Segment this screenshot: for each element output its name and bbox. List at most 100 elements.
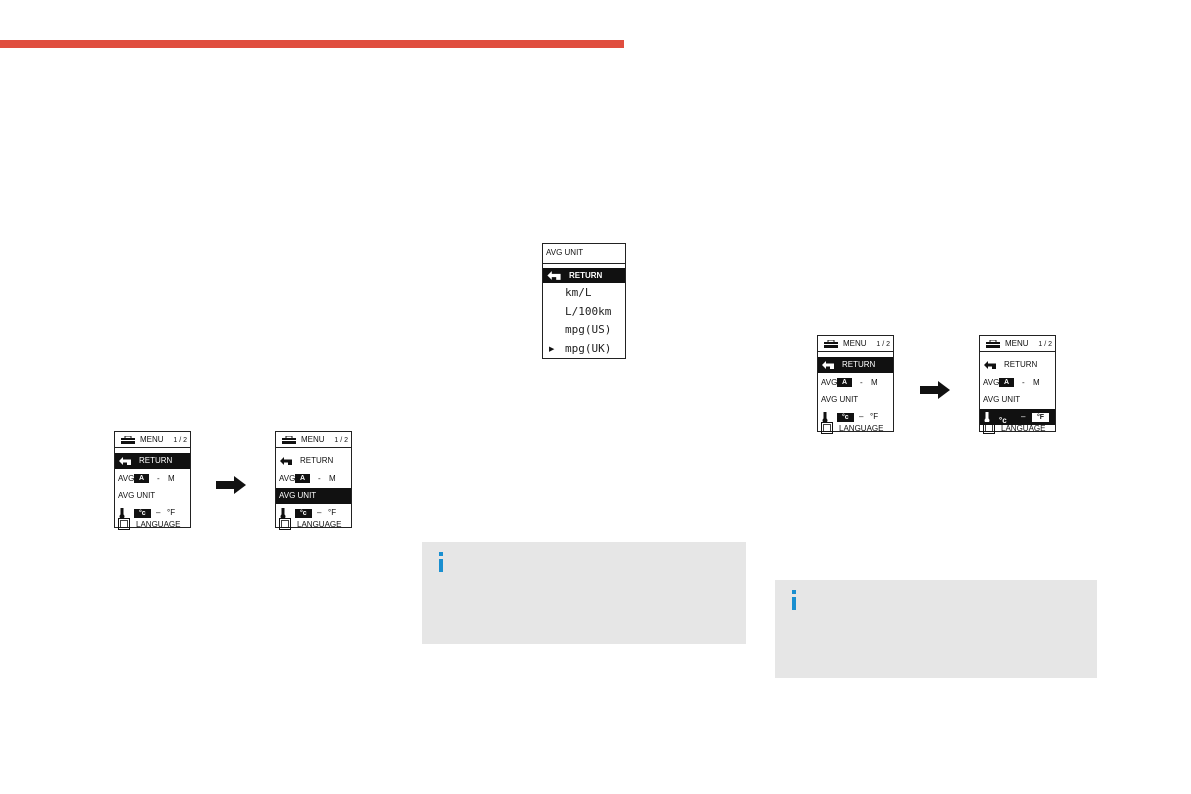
menu-item-avg-unit[interactable]: AVG UNIT <box>818 392 893 408</box>
avg-separator: - <box>157 474 160 483</box>
avg-label: AVG <box>279 474 296 483</box>
unit-option-mpg-uk[interactable]: mpg(UK) <box>565 342 612 355</box>
temp-option-f: °F <box>167 508 176 517</box>
temp-option-f: °F <box>1032 413 1050 422</box>
avg-option-m: M <box>329 474 336 483</box>
menu-header: MENU 1 / 2 <box>980 336 1055 352</box>
language-icon <box>279 518 291 530</box>
avg-option-m: M <box>168 474 175 483</box>
avg-option-a: A <box>999 378 1015 387</box>
avg-unit-title: AVG UNIT <box>543 244 625 264</box>
menu-item-temperature[interactable]: °c – °F <box>115 505 190 521</box>
menu-page-indicator: 1 / 2 <box>334 437 348 444</box>
menu-item-temperature[interactable]: °c – °F <box>276 505 351 521</box>
avg-separator: - <box>318 474 321 483</box>
return-arrow-icon <box>547 271 561 280</box>
menu-screen-return-selected: MENU 1 / 2 RETURN AVG A - M AVG UNIT °c … <box>114 431 191 530</box>
avg-unit-return[interactable]: RETURN <box>543 268 625 283</box>
avg-option-a: A <box>134 474 150 483</box>
menu-item-temperature[interactable]: °c – °F <box>818 409 893 425</box>
avg-option-a: A <box>295 474 311 483</box>
menu-screen-return-selected: MENU 1 / 2 RETURN AVG A - M AVG UNIT °c … <box>817 335 894 434</box>
menu-item-return[interactable]: RETURN <box>980 357 1055 373</box>
menu-header: MENU 1 / 2 <box>818 336 893 352</box>
menu-item-return[interactable]: RETURN <box>818 357 893 373</box>
avg-label: AVG <box>983 378 1000 387</box>
thermometer-icon <box>119 508 125 519</box>
info-note <box>422 542 746 644</box>
language-label: LANGUAGE <box>839 424 884 433</box>
return-arrow-icon <box>280 457 292 465</box>
language-icon <box>118 518 130 530</box>
right-arrow-icon <box>920 381 950 399</box>
return-arrow-icon <box>119 457 131 465</box>
temp-option-c: °c <box>837 413 854 422</box>
temp-option-c: °c <box>134 509 151 518</box>
menu-item-avg[interactable]: AVG A - M <box>276 471 351 487</box>
menu-item-return[interactable]: RETURN <box>276 453 351 469</box>
thermometer-icon <box>280 508 286 519</box>
thermometer-icon <box>984 412 990 423</box>
unit-option-kml[interactable]: km/L <box>565 286 592 299</box>
menu-page-indicator: 1 / 2 <box>1038 341 1052 348</box>
temp-separator: – <box>317 508 322 517</box>
menu-item-return-label: RETURN <box>1004 360 1038 369</box>
menu-page-indicator: 1 / 2 <box>876 341 890 348</box>
avg-unit-label: AVG UNIT <box>118 491 156 500</box>
menu-item-language[interactable]: LANGUAGE <box>818 422 893 434</box>
menu-title: MENU <box>140 435 164 444</box>
menu-header: MENU 1 / 2 <box>276 432 351 448</box>
info-note <box>775 580 1097 678</box>
return-arrow-icon <box>984 361 996 369</box>
menu-item-language[interactable]: LANGUAGE <box>276 518 351 530</box>
menu-item-temperature[interactable]: °c – °F <box>980 409 1055 425</box>
return-arrow-icon <box>822 361 834 369</box>
right-arrow-icon <box>216 476 246 494</box>
temp-option-c: °c <box>295 509 312 518</box>
avg-option-a: A <box>837 378 853 387</box>
unit-option-mpg-us[interactable]: mpg(US) <box>565 323 612 336</box>
menu-item-avg-unit[interactable]: AVG UNIT <box>980 392 1055 408</box>
unit-option-l100km[interactable]: L/100km <box>565 305 612 318</box>
menu-item-avg[interactable]: AVG A - M <box>115 471 190 487</box>
language-icon <box>821 422 833 434</box>
toolbox-icon <box>282 436 296 444</box>
menu-screen-temperature-selected: MENU 1 / 2 RETURN AVG A - M AVG UNIT °c … <box>979 335 1056 434</box>
menu-page-indicator: 1 / 2 <box>173 437 187 444</box>
menu-item-avg-unit[interactable]: AVG UNIT <box>276 488 351 504</box>
menu-item-avg[interactable]: AVG A - M <box>818 375 893 391</box>
temp-separator: – <box>859 412 864 421</box>
menu-title: MENU <box>843 339 867 348</box>
menu-item-avg-unit[interactable]: AVG UNIT <box>115 488 190 504</box>
menu-item-avg[interactable]: AVG A - M <box>980 375 1055 391</box>
info-icon <box>439 552 443 572</box>
language-icon <box>983 422 995 434</box>
language-label: LANGUAGE <box>1001 424 1046 433</box>
avg-label: AVG <box>821 378 838 387</box>
menu-title: MENU <box>301 435 325 444</box>
menu-item-language[interactable]: LANGUAGE <box>115 518 190 530</box>
avg-label: AVG <box>118 474 135 483</box>
menu-header: MENU 1 / 2 <box>115 432 190 448</box>
temp-option-c: °c <box>999 416 1007 425</box>
language-label: LANGUAGE <box>297 520 342 529</box>
avg-unit-label: AVG UNIT <box>279 491 317 500</box>
menu-item-return-label: RETURN <box>842 360 876 369</box>
menu-item-language[interactable]: LANGUAGE <box>980 422 1055 434</box>
toolbox-icon <box>121 436 135 444</box>
avg-unit-return-label: RETURN <box>569 271 603 280</box>
temp-separator: – <box>156 508 161 517</box>
menu-title: MENU <box>1005 339 1029 348</box>
info-icon <box>792 590 796 610</box>
avg-option-m: M <box>1033 378 1040 387</box>
temp-option-f: °F <box>870 412 879 421</box>
menu-item-return[interactable]: RETURN <box>115 453 190 469</box>
avg-unit-screen: AVG UNIT RETURN km/L L/100km mpg(US) ▶ m… <box>542 243 626 359</box>
language-label: LANGUAGE <box>136 520 181 529</box>
toolbox-icon <box>824 340 838 348</box>
menu-item-return-label: RETURN <box>300 456 334 465</box>
toolbox-icon <box>986 340 1000 348</box>
avg-unit-label: AVG UNIT <box>821 395 859 404</box>
menu-screen-avg-unit-selected: MENU 1 / 2 RETURN AVG A - M AVG UNIT °c … <box>275 431 352 530</box>
avg-separator: - <box>1022 378 1025 387</box>
